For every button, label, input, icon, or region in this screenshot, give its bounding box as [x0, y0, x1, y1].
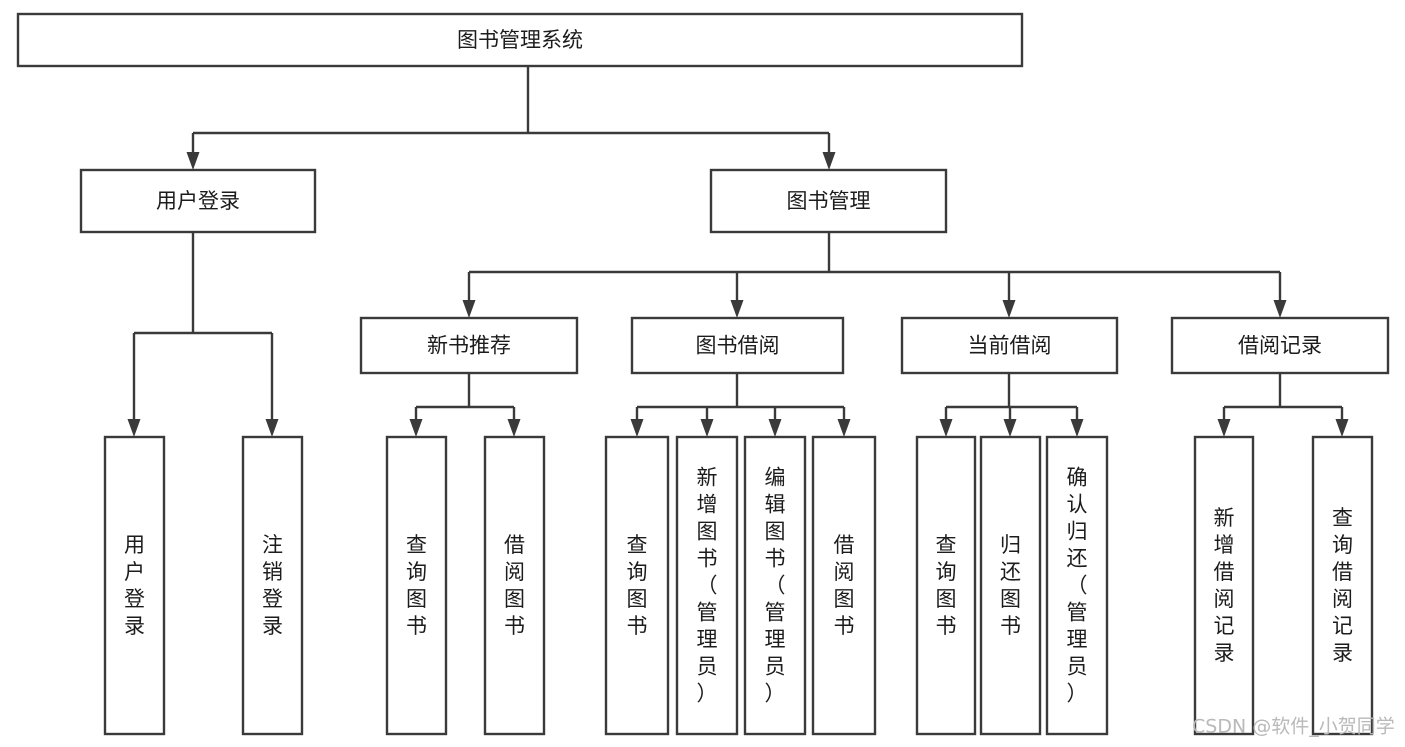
- node-label-book-borrow: 图书借阅: [696, 334, 780, 358]
- node-label-f-query-book-2: 查询图书: [627, 533, 648, 638]
- node-box-current-borrow[interactable]: [900, 316, 1119, 375]
- connector-c-userlogin-bus: [127, 232, 279, 437]
- node-box-f-add-book[interactable]: [675, 435, 739, 736]
- node-f-query-book-2[interactable]: 查询图书: [604, 435, 670, 736]
- node-box-f-borrow-book-1[interactable]: [483, 435, 546, 736]
- node-label-f-borrow-book-1: 借阅图书: [504, 533, 525, 638]
- connector-c-root-bus: [186, 66, 836, 170]
- node-box-f-edit-book[interactable]: [743, 435, 807, 736]
- node-label-f-add-book: 新增图书（管理员）: [697, 466, 718, 706]
- arrowhead-icon: [127, 419, 141, 437]
- connector-c-bookborrow-bus: [630, 373, 851, 437]
- node-box-f-return-book[interactable]: [979, 435, 1042, 736]
- node-box-user-login[interactable]: [79, 168, 317, 234]
- node-layer: 图书管理系统用户登录图书管理新书推荐图书借阅当前借阅借阅记录用户登录注销登录查询…: [16, 12, 1390, 736]
- node-box-f-add-record[interactable]: [1193, 435, 1255, 736]
- arrowhead-icon: [409, 419, 423, 437]
- connector-c-borrowrecord-bus: [1217, 373, 1349, 437]
- node-box-f-user-login[interactable]: [103, 435, 166, 736]
- arrowhead-icon: [507, 419, 521, 437]
- connector-c-bookmanage-bus: [462, 232, 1287, 318]
- arrowhead-icon: [265, 419, 279, 437]
- arrowhead-icon: [1070, 419, 1084, 437]
- node-label-borrow-record: 借阅记录: [1238, 334, 1322, 358]
- node-f-edit-book[interactable]: 编辑图书（管理员）: [743, 435, 807, 736]
- csdn-watermark: CSDN @软件_小贺同学: [1192, 716, 1395, 738]
- node-label-f-query-book-3: 查询图书: [936, 533, 957, 638]
- connector-layer: [127, 66, 1349, 437]
- node-f-query-book-1[interactable]: 查询图书: [385, 435, 448, 736]
- node-label-new-book-rec: 新书推荐: [427, 334, 511, 358]
- arrowhead-icon: [730, 300, 744, 318]
- node-f-query-book-3[interactable]: 查询图书: [915, 435, 977, 736]
- arrowhead-icon: [822, 152, 836, 170]
- node-label-f-user-logout: 注销登录: [262, 533, 283, 638]
- node-box-root[interactable]: [16, 12, 1024, 68]
- node-box-f-confirm-return[interactable]: [1045, 435, 1109, 736]
- node-f-borrow-book-2[interactable]: 借阅图书: [811, 435, 877, 736]
- node-user-login[interactable]: 用户登录: [79, 168, 317, 234]
- node-box-f-query-book-1[interactable]: [385, 435, 448, 736]
- node-box-f-user-logout[interactable]: [241, 435, 304, 736]
- node-book-borrow[interactable]: 图书借阅: [630, 316, 845, 375]
- node-borrow-record[interactable]: 借阅记录: [1170, 316, 1390, 375]
- connector-c-newbook-bus: [409, 373, 521, 437]
- arrowhead-icon: [1273, 300, 1287, 318]
- arrowhead-icon: [1002, 300, 1016, 318]
- node-box-f-query-book-2[interactable]: [604, 435, 670, 736]
- node-box-book-manage[interactable]: [709, 168, 948, 234]
- node-label-f-query-record: 查询借阅记录: [1332, 506, 1353, 665]
- node-root[interactable]: 图书管理系统: [16, 12, 1024, 68]
- node-box-borrow-record[interactable]: [1170, 316, 1390, 375]
- arrowhead-icon: [700, 419, 714, 437]
- node-label-f-confirm-return: 确认归还（管理员）: [1067, 466, 1088, 706]
- node-label-f-edit-book: 编辑图书（管理员）: [765, 466, 786, 706]
- arrowhead-icon: [939, 419, 953, 437]
- node-f-user-login[interactable]: 用户登录: [103, 435, 166, 736]
- node-label-f-query-book-1: 查询图书: [406, 533, 427, 638]
- arrowhead-icon: [1217, 419, 1231, 437]
- connector-c-currentborrow-bus: [939, 373, 1084, 437]
- node-label-user-login: 用户登录: [156, 189, 240, 213]
- node-box-f-query-book-3[interactable]: [915, 435, 977, 736]
- arrowhead-icon: [1335, 419, 1349, 437]
- arrowhead-icon: [462, 300, 476, 318]
- node-book-manage[interactable]: 图书管理: [709, 168, 948, 234]
- node-label-f-add-record: 新增借阅记录: [1214, 506, 1235, 665]
- node-label-book-manage: 图书管理: [787, 189, 871, 213]
- node-box-book-borrow[interactable]: [630, 316, 845, 375]
- node-label-current-borrow: 当前借阅: [968, 334, 1052, 358]
- node-f-borrow-book-1[interactable]: 借阅图书: [483, 435, 546, 736]
- node-box-f-borrow-book-2[interactable]: [811, 435, 877, 736]
- node-box-new-book-rec[interactable]: [359, 316, 579, 375]
- node-f-query-record[interactable]: 查询借阅记录: [1311, 435, 1374, 736]
- node-f-user-logout[interactable]: 注销登录: [241, 435, 304, 736]
- node-label-f-user-login: 用户登录: [124, 533, 145, 638]
- arrowhead-icon: [186, 152, 200, 170]
- node-f-return-book[interactable]: 归还图书: [979, 435, 1042, 736]
- arrowhead-icon: [630, 419, 644, 437]
- node-new-book-rec[interactable]: 新书推荐: [359, 316, 579, 375]
- node-f-confirm-return[interactable]: 确认归还（管理员）: [1045, 435, 1109, 736]
- node-current-borrow[interactable]: 当前借阅: [900, 316, 1119, 375]
- arrowhead-icon: [768, 419, 782, 437]
- node-label-root: 图书管理系统: [457, 28, 583, 52]
- node-f-add-book[interactable]: 新增图书（管理员）: [675, 435, 739, 736]
- node-box-f-query-record[interactable]: [1311, 435, 1374, 736]
- arrowhead-icon: [837, 419, 851, 437]
- node-f-add-record[interactable]: 新增借阅记录: [1193, 435, 1255, 736]
- node-label-f-return-book: 归还图书: [1000, 533, 1021, 638]
- arrowhead-icon: [1003, 419, 1017, 437]
- node-label-f-borrow-book-2: 借阅图书: [834, 533, 855, 638]
